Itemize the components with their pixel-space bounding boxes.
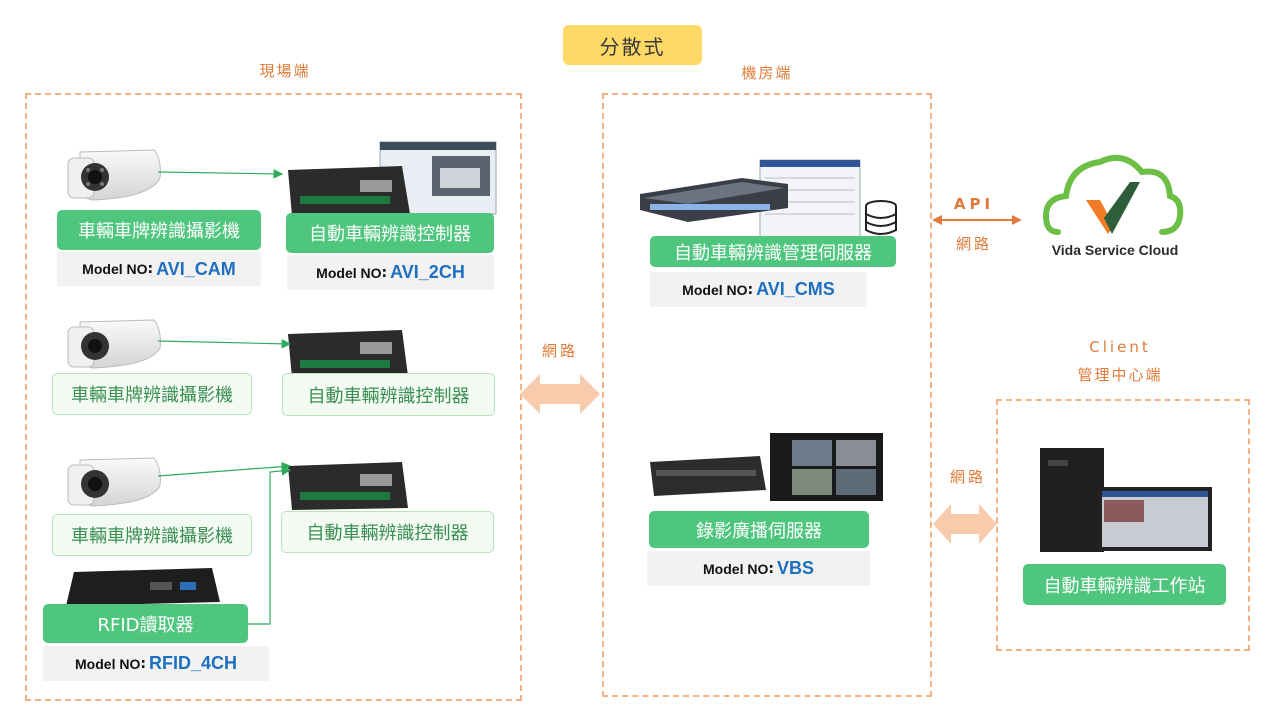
controller-1-label: 自動車輛辨識控制器 — [286, 213, 494, 253]
camera-2-icon — [67, 319, 161, 369]
workstation-icon — [1040, 448, 1212, 552]
site-zone — [25, 93, 522, 701]
camera-1-icon — [67, 149, 161, 201]
cms-server-model: Model NO:AVI_CMS — [650, 272, 867, 307]
zone-label-site: 現場端 — [259, 62, 311, 80]
workstation-label: 自動車輛辨識工作站 — [1023, 564, 1226, 605]
rfid-reader-icon — [66, 568, 220, 606]
network-arrow-server-client — [933, 504, 997, 544]
controller-1-icon — [288, 141, 497, 216]
controller-3-icon — [288, 462, 408, 510]
link-label-server-client: 網路 — [949, 468, 986, 486]
controller-1-model: Model NO:AVI_2CH — [287, 255, 494, 290]
camera-2-label: 車輛車牌辨識攝影機 — [52, 373, 252, 415]
camera-3-label: 車輛車牌辨識攝影機 — [52, 514, 252, 556]
database-icon — [865, 200, 897, 235]
camera-3-icon — [67, 457, 161, 507]
zone-label-management-center: 管理中心端 — [1077, 366, 1163, 384]
cloud-brand-text: Vida Service Cloud — [1051, 242, 1179, 258]
server-room-zone — [602, 93, 932, 697]
link-label-api-network: 網路 — [955, 235, 992, 253]
vbs-server-model: Model NO:VBS — [647, 551, 870, 586]
controller-3-label: 自動車輛辨識控制器 — [281, 511, 494, 553]
network-arrow-site-server — [520, 374, 600, 414]
link-label-site-server: 網路 — [541, 342, 578, 360]
camera-1-label: 車輛車牌辨識攝影機 — [57, 210, 261, 250]
cms-server-icon — [640, 159, 861, 241]
api-arrow — [932, 215, 1022, 225]
rfid-reader-label: RFID讀取器 — [43, 604, 248, 643]
vbs-server-label: 錄影廣播伺服器 — [649, 511, 869, 548]
cms-server-label: 自動車輛辨識管理伺服器 — [650, 236, 896, 267]
link-label-api: API — [953, 195, 995, 213]
vbs-server-icon — [650, 433, 883, 501]
controller-2-icon — [288, 330, 408, 378]
camera-1-model: Model NO:AVI_CAM — [57, 252, 261, 286]
zone-label-client: Client — [1089, 338, 1151, 356]
rfid-reader-model: Model NO:RFID_4CH — [43, 646, 269, 681]
controller-2-label: 自動車輛辨識控制器 — [282, 373, 495, 416]
vida-cloud-logo — [1042, 154, 1184, 235]
diagram-title: 分散式 — [563, 25, 702, 65]
client-zone — [996, 399, 1250, 651]
zone-label-server-room: 機房端 — [741, 64, 793, 82]
